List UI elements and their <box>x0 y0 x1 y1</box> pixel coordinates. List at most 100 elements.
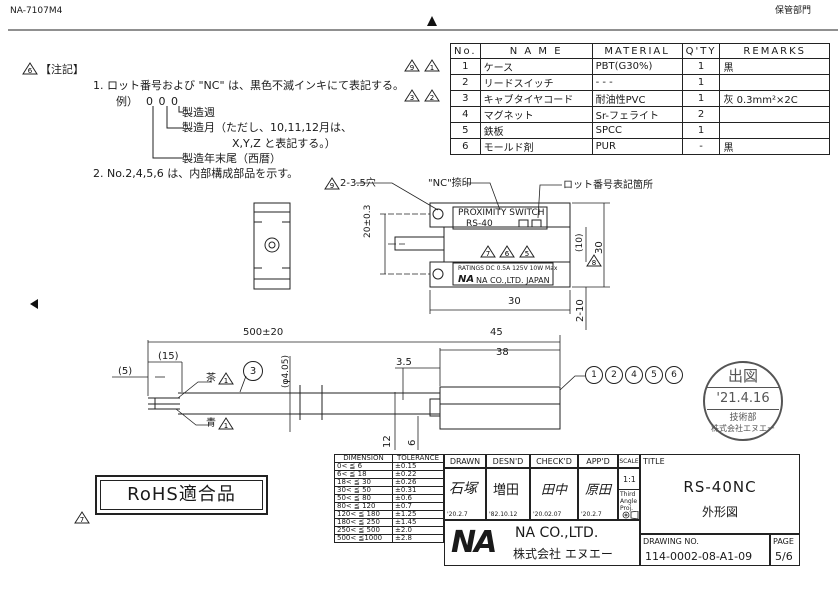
maker-text: NA CO.,LTD. JAPAN <box>476 276 550 285</box>
company-en: NA CO.,LTD. <box>515 525 599 541</box>
lot-label: ロット番号表記箇所 <box>563 180 653 191</box>
dim-20: 20±0.3 <box>363 204 373 238</box>
front-view <box>394 202 571 288</box>
notes-heading: 【注記】 <box>40 63 84 76</box>
balloon-item: 2 <box>605 366 623 384</box>
doc-code: NA-7107M4 <box>10 6 63 16</box>
tolerance-table: DIMENSION TOLERANCE 0< ≦ 6±0.15 6< ≦ 18±… <box>334 454 444 543</box>
drawing-number: 114-0002-08-A1-09 <box>645 550 753 563</box>
balloon-item: 1 <box>585 366 603 384</box>
scale-header: SCALE <box>618 454 640 468</box>
checkd-header: CHECK'D <box>530 454 578 468</box>
dim-45: 45 <box>490 327 503 338</box>
page-cell: PAGE 5/6 <box>770 534 800 566</box>
cable-dims <box>112 335 585 450</box>
company-jp: 株式会社 エヌエー <box>513 547 613 561</box>
svg-text:9: 9 <box>410 64 414 72</box>
page-number: 5/6 <box>775 550 793 563</box>
parts-table: No. N A M E MATERIAL Q'TY REMARKS 1 ケース … <box>450 43 830 155</box>
stamp-dept: 技術部 <box>729 413 757 423</box>
release-stamp: 出図 '21.4.16 技術部 株式会社エヌエー <box>703 361 783 441</box>
rev-triangle-8: 8 <box>586 254 602 267</box>
stamp-company: 株式会社エヌエー <box>711 424 775 433</box>
table-row: 6 モールド剤 PUR - 黒 <box>450 138 830 155</box>
title-block: DRAWN DESN'D CHECK'D APP'D SCALE TITLE R… <box>444 454 800 566</box>
desnd-header: DESN'D <box>486 454 530 468</box>
dim-500: 500±20 <box>243 327 284 338</box>
dim-38: 38 <box>496 347 509 358</box>
appd-cell: 原田 '20.2.7 <box>578 468 618 520</box>
lot-week: 製造週 <box>182 106 215 119</box>
balloon-group: 1 2 4 5 6 <box>585 366 683 384</box>
svg-text:1: 1 <box>224 377 228 385</box>
svg-text:5: 5 <box>525 250 529 258</box>
svg-text:3: 3 <box>410 94 414 102</box>
company-cell: NA NA CO.,LTD. 株式会社 エヌエー <box>444 520 640 566</box>
balloon-cord: 3 <box>243 361 263 381</box>
ratings-text: RATINGS DC 0.5A 125V 10W Max <box>458 265 558 272</box>
balloon-item: 4 <box>625 366 643 384</box>
dim-2-10: 2-10 <box>575 299 586 322</box>
cable-view <box>148 385 561 430</box>
note-1: 1. ロット番号および "NC" は、黒色不滅インキにて表記する。 <box>93 79 405 92</box>
balloon-item: 5 <box>645 366 663 384</box>
nc-label: "NC"捺印 <box>428 178 472 189</box>
wire-blue-label: 青 <box>206 418 216 429</box>
table-row: 1 ケース PBT(G30%) 1 黒 <box>450 58 830 75</box>
example-label: 例） <box>116 95 138 108</box>
svg-text:1: 1 <box>224 422 228 430</box>
lot-month: 製造月（ただし、10,11,12月は、 <box>182 121 352 134</box>
table-row: 3 キャブタイヤコード 耐油性PVC 1 灰 0.3mm²×2C <box>450 90 830 107</box>
dim-phi: (φ4.05) <box>281 355 291 388</box>
example-digits: 0 0 0 <box>146 95 179 108</box>
svg-text:6: 6 <box>505 250 510 258</box>
maker-logo: NA <box>458 274 475 285</box>
svg-text:7: 7 <box>80 516 84 524</box>
stamp-top: 出図 <box>727 367 758 385</box>
parts-rev-marks: 9 1 3 2 <box>404 59 440 102</box>
projection-text: Third Angle Proj. <box>620 491 638 512</box>
dim-10: (10) <box>575 233 585 252</box>
dim-15: (15) <box>158 351 179 362</box>
drawing-no-cell: DRAWING NO. 114-0002-08-A1-09 <box>640 534 770 566</box>
dim-3-5: 3.5 <box>396 357 412 368</box>
dim-30-vertical: 30 <box>594 241 605 254</box>
appd-header: APP'D <box>578 454 618 468</box>
parts-header-row: No. N A M E MATERIAL Q'TY REMARKS <box>450 43 830 59</box>
company-logo: NA <box>451 525 497 560</box>
stamp-date: '21.4.16 <box>716 391 770 406</box>
table-row: 500< ≦1000±2.8 <box>334 534 444 543</box>
lot-year: 製造年末尾（西暦） <box>182 152 281 165</box>
dim-6: 6 <box>407 439 418 446</box>
table-row: 5 鉄板 SPCC 1 <box>450 122 830 139</box>
wire-brown-label: 茶 <box>206 373 216 384</box>
lot-month-2: X,Y,Z と表記する。） <box>232 137 336 150</box>
svg-text:1: 1 <box>430 64 434 72</box>
model-name: RS-40NC <box>683 478 757 496</box>
dim-30-horizontal: 30 <box>508 296 521 307</box>
drawing-title: 外形図 <box>701 505 738 519</box>
scale-cell: 1:1 Third Angle Proj. <box>618 468 640 520</box>
drawn-cell: 石塚 '20.2.7 <box>444 468 486 520</box>
title-cell: TITLE RS-40NC 外形図 <box>640 454 800 534</box>
front-view-dims <box>356 182 610 330</box>
front-rev-marks: 7 6 5 <box>480 245 535 258</box>
svg-text:6: 6 <box>28 67 33 75</box>
rohs-box: RoHS適合品 <box>95 475 268 515</box>
rev-triangle-wire-blue: 1 <box>218 417 234 430</box>
svg-text:7: 7 <box>486 250 490 258</box>
table-row: 4 マグネット Sr-フェライト 2 <box>450 106 830 123</box>
dim-5: (5) <box>118 366 133 377</box>
rohs-text: RoHS適合品 <box>127 484 236 505</box>
svg-text:2: 2 <box>430 94 434 102</box>
label-line-2: RS-40 <box>466 219 493 229</box>
rev-triangle-rohs: 7 <box>74 511 90 524</box>
lot-leader-lines <box>152 106 184 159</box>
dim-12: 12 <box>382 435 393 448</box>
table-row: 2 リードスイッチ - - - 1 <box>450 74 830 91</box>
label-line-1: PROXIMITY SWITCH <box>458 208 545 218</box>
note-2: 2. No.2,4,5,6 は、内部構成部品を示す。 <box>93 167 299 180</box>
checkd-cell: 田中 '20.02.07 <box>530 468 578 520</box>
